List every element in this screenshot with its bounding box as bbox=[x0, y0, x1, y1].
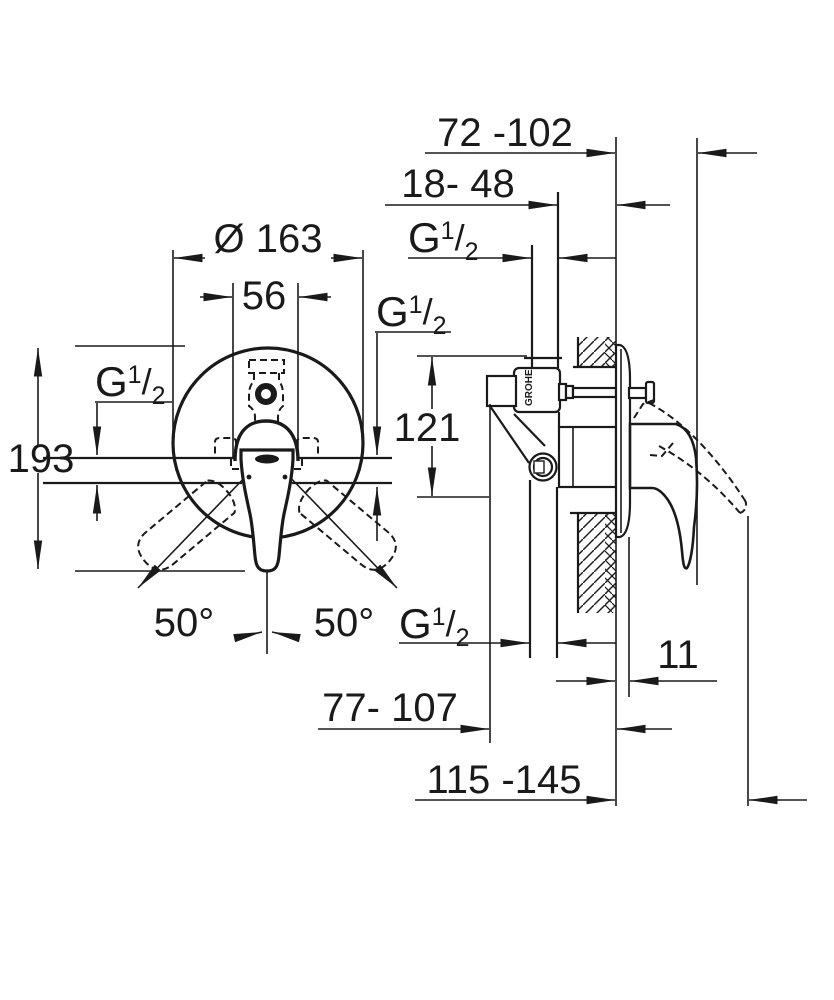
cartridge-housing bbox=[512, 366, 562, 414]
lever-handle-front bbox=[239, 448, 295, 573]
grohe-logo-text: GROHE bbox=[524, 369, 535, 406]
angle-arrow-left bbox=[233, 631, 263, 643]
dim-swing-right: 50° bbox=[314, 601, 375, 645]
body-strut-2 bbox=[513, 413, 546, 447]
wall-section-hatch bbox=[570, 337, 616, 613]
hidden-cartridge-outline bbox=[248, 359, 285, 424]
handle-dot-right bbox=[282, 474, 288, 480]
lever-swung-positions bbox=[137, 479, 397, 571]
dim-body-depth: 77- 107 bbox=[322, 686, 458, 730]
hidden-step-right bbox=[293, 459, 303, 470]
lever-slot bbox=[255, 454, 279, 464]
dim-thread-front-right: G1/2 bbox=[376, 288, 447, 340]
dimensions: 72 -102 18- 48 G1/2 Ø 163 56 G1/2 G1/2 1… bbox=[8, 111, 807, 805]
body-rear-block bbox=[485, 374, 518, 408]
body-strut-1 bbox=[489, 405, 530, 464]
dim-total-height: 193 bbox=[8, 437, 75, 481]
handle-dot-left bbox=[246, 474, 252, 480]
hidden-ears bbox=[214, 437, 319, 456]
swing-line-right bbox=[283, 470, 398, 589]
cartridge-screw-ring bbox=[255, 383, 277, 405]
spindle-stem bbox=[627, 386, 648, 400]
lever-right-50 bbox=[298, 479, 397, 571]
body-main-block bbox=[557, 425, 618, 489]
dim-thread-front-left: G1/2 bbox=[95, 358, 166, 410]
side-view: GROHE bbox=[485, 137, 749, 806]
dim-plate-clearance: 11 bbox=[657, 633, 699, 677]
dim-port-offset: 121 bbox=[394, 406, 461, 450]
dim-depth-to-handle: 72 -102 bbox=[437, 111, 573, 155]
swing-line-left bbox=[137, 470, 252, 589]
escutcheon-plate-side bbox=[614, 343, 632, 539]
screw-shaft bbox=[571, 386, 618, 399]
lever-left-50 bbox=[137, 479, 236, 571]
knob-notch bbox=[533, 460, 545, 474]
front-view bbox=[43, 250, 398, 654]
dim-thread-top: G1/2 bbox=[408, 214, 479, 266]
dim-thread-bottom: G1/2 bbox=[399, 600, 470, 652]
lever-handle-side bbox=[628, 422, 699, 570]
inlet-pipe-lines bbox=[43, 456, 392, 485]
angle-arrow-right bbox=[271, 631, 301, 643]
dim-plate-diameter: Ø 163 bbox=[214, 217, 323, 261]
hidden-step-left bbox=[230, 459, 241, 470]
dim-hub-width: 56 bbox=[242, 274, 287, 318]
dim-swing-left: 50° bbox=[154, 601, 215, 645]
dim-wall-thickness: 18- 48 bbox=[401, 162, 514, 206]
lever-handle-side-swung bbox=[633, 398, 748, 514]
dim-total-depth: 115 -145 bbox=[427, 758, 582, 802]
